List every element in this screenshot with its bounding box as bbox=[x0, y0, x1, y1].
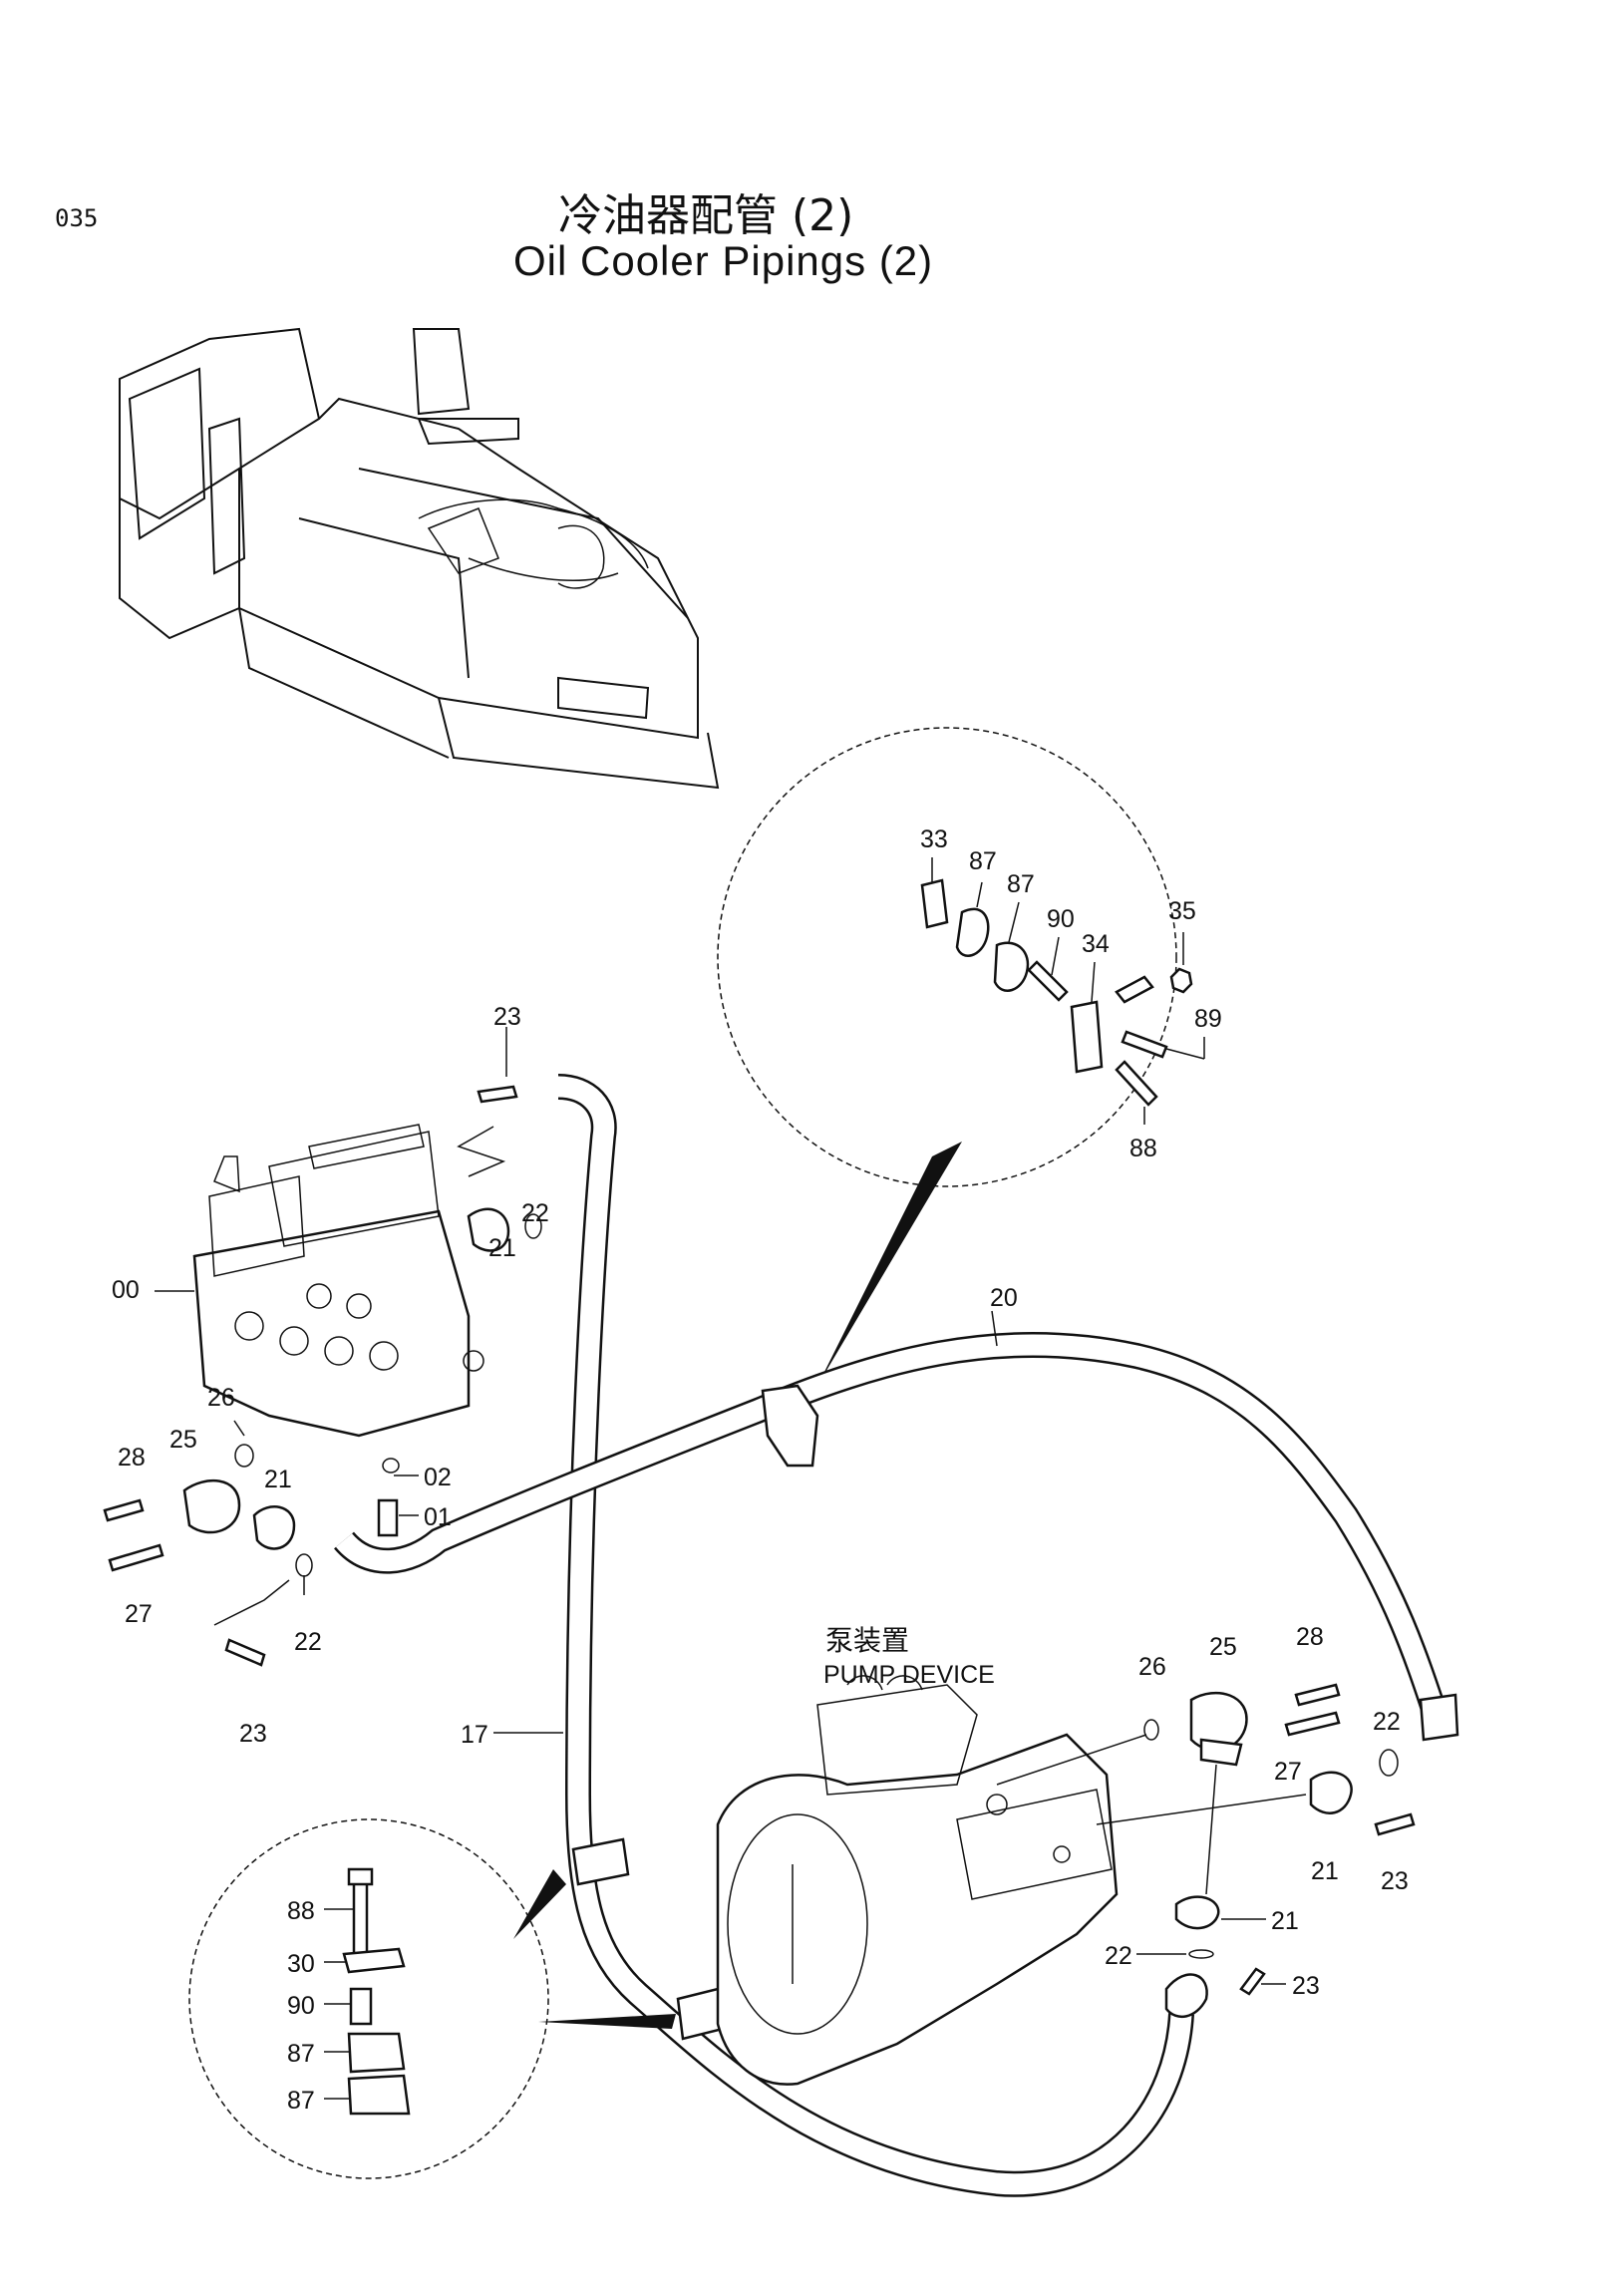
pump-device bbox=[716, 1675, 1119, 2086]
title-english: Oil Cooler Pipings (2) bbox=[513, 237, 934, 284]
label-22: 22 bbox=[1105, 1942, 1132, 1970]
label-28: 28 bbox=[1296, 1623, 1324, 1651]
detail-circle-lower bbox=[188, 1818, 549, 2179]
label-35: 35 bbox=[1168, 897, 1196, 925]
pump-device-label-cn: 泵装置 bbox=[825, 1624, 909, 1657]
label-23: 23 bbox=[239, 1720, 267, 1748]
label-21: 21 bbox=[1271, 1907, 1299, 1935]
label-33: 33 bbox=[920, 825, 948, 853]
label-87: 87 bbox=[287, 2040, 315, 2068]
label-22: 22 bbox=[521, 1199, 549, 1227]
label-25: 25 bbox=[1209, 1633, 1237, 1661]
label-34: 34 bbox=[1082, 930, 1110, 958]
label-20: 20 bbox=[990, 1284, 1018, 1312]
pump-fittings bbox=[996, 1683, 1416, 1996]
label-02: 02 bbox=[424, 1464, 452, 1491]
hose-clamp-middle bbox=[513, 1837, 630, 1939]
label-21: 21 bbox=[1311, 1857, 1339, 1885]
label-87: 87 bbox=[287, 2087, 315, 2115]
label-23: 23 bbox=[1381, 1867, 1409, 1895]
hose-clamp-upper bbox=[761, 1384, 819, 1468]
label-27: 27 bbox=[125, 1600, 153, 1628]
label-87: 87 bbox=[1007, 870, 1035, 898]
hose-20 bbox=[334, 1310, 1459, 1742]
label-22: 22 bbox=[1373, 1708, 1401, 1736]
control-valve-assembly bbox=[155, 1124, 484, 1438]
label-27: 27 bbox=[1274, 1758, 1302, 1786]
label-25: 25 bbox=[169, 1426, 197, 1454]
label-00: 00 bbox=[112, 1276, 140, 1304]
page-number: 035 bbox=[55, 204, 99, 232]
label-89: 89 bbox=[1194, 1005, 1222, 1033]
detail-circle-upper bbox=[717, 727, 1205, 1386]
label-26: 26 bbox=[207, 1384, 235, 1412]
label-26: 26 bbox=[1138, 1653, 1166, 1681]
label-22: 22 bbox=[294, 1628, 322, 1656]
part-labels: 33 87 87 90 34 35 89 88 23 22 21 00 20 2… bbox=[112, 825, 1409, 2115]
pump-device-label-en: PUMP DEVICE bbox=[823, 1661, 995, 1689]
label-88: 88 bbox=[1129, 1135, 1157, 1162]
valve-fittings bbox=[103, 1027, 542, 1667]
label-30: 30 bbox=[287, 1950, 315, 1978]
label-23: 23 bbox=[1292, 1972, 1320, 2000]
label-28: 28 bbox=[118, 1444, 146, 1472]
label-21: 21 bbox=[488, 1234, 516, 1262]
label-90: 90 bbox=[287, 1992, 315, 2020]
hose-17 bbox=[493, 1074, 1208, 2197]
label-01: 01 bbox=[424, 1503, 452, 1531]
label-90: 90 bbox=[1047, 905, 1075, 933]
label-21: 21 bbox=[264, 1466, 292, 1493]
label-87: 87 bbox=[969, 847, 997, 875]
label-23: 23 bbox=[493, 1003, 521, 1031]
title-chinese: 冷油器配管 (2) bbox=[558, 190, 854, 241]
label-88: 88 bbox=[287, 1897, 315, 1925]
label-17: 17 bbox=[461, 1721, 488, 1749]
excavator-overview-illustration bbox=[119, 327, 720, 790]
